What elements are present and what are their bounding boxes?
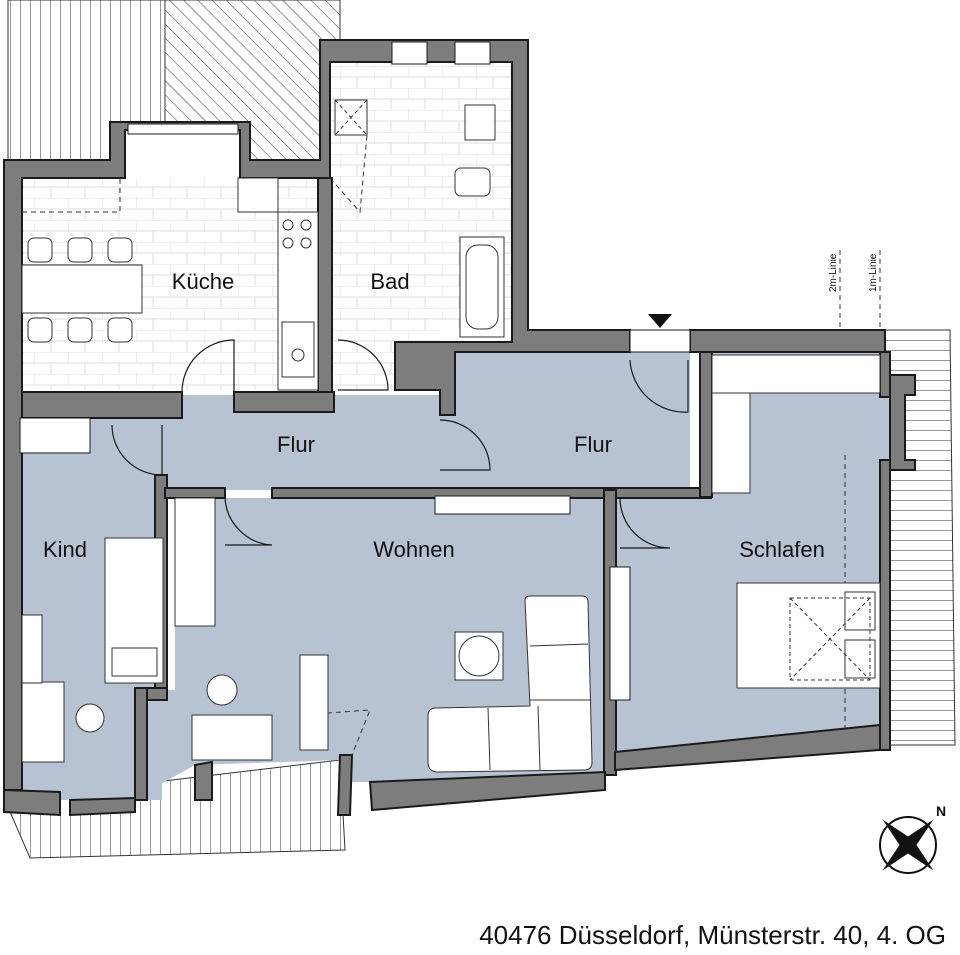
- room-label-flur-left: Flur: [277, 432, 315, 457]
- windows: [19, 41, 691, 701]
- kind-furniture: [21, 537, 164, 763]
- label-2m-linie: 2m-Linie: [828, 253, 839, 292]
- entrance-arrow-icon: [648, 314, 672, 328]
- height-line-labels: 2m-Linie 1m-Linie: [828, 253, 879, 292]
- wohnen-desk: [191, 714, 273, 761]
- schlafen-furniture: [711, 354, 881, 689]
- wardrobe-side: [711, 392, 751, 494]
- kind-chair: [75, 703, 105, 733]
- chairs: [27, 237, 133, 343]
- compass-north-label: N: [936, 803, 946, 819]
- compass-rose-icon: [879, 816, 937, 874]
- wohnen-chair: [206, 674, 238, 706]
- room-label-kind: Kind: [43, 537, 87, 562]
- flur-right-floor: [455, 352, 690, 498]
- label-1m-linie: 1m-Linie: [868, 253, 879, 292]
- doors: [111, 339, 689, 549]
- room-labels: Küche Bad Flur Flur Kind Wohnen Schlafen: [43, 269, 825, 562]
- dining-table: [21, 264, 143, 314]
- bath-fixtures: [334, 99, 505, 338]
- room-label-schlafen: Schlafen: [739, 537, 825, 562]
- address-caption: 40476 Düsseldorf, Münsterstr. 40, 4. OG: [479, 920, 946, 950]
- shelf: [174, 497, 216, 627]
- corner-sofa: [427, 595, 593, 773]
- room-label-kueche: Küche: [172, 269, 234, 294]
- side-cabinet: [299, 654, 329, 751]
- room-label-wohnen: Wohnen: [373, 537, 455, 562]
- kind-desk: [21, 681, 65, 763]
- toilet: [454, 167, 491, 197]
- wohnen-furniture: [174, 497, 593, 773]
- kitchen-furniture: [21, 177, 319, 391]
- room-label-bad: Bad: [370, 269, 409, 294]
- room-label-flur-right: Flur: [574, 432, 612, 457]
- wardrobe-top: [711, 354, 881, 394]
- washbasin: [464, 104, 496, 141]
- walls: [3, 39, 916, 817]
